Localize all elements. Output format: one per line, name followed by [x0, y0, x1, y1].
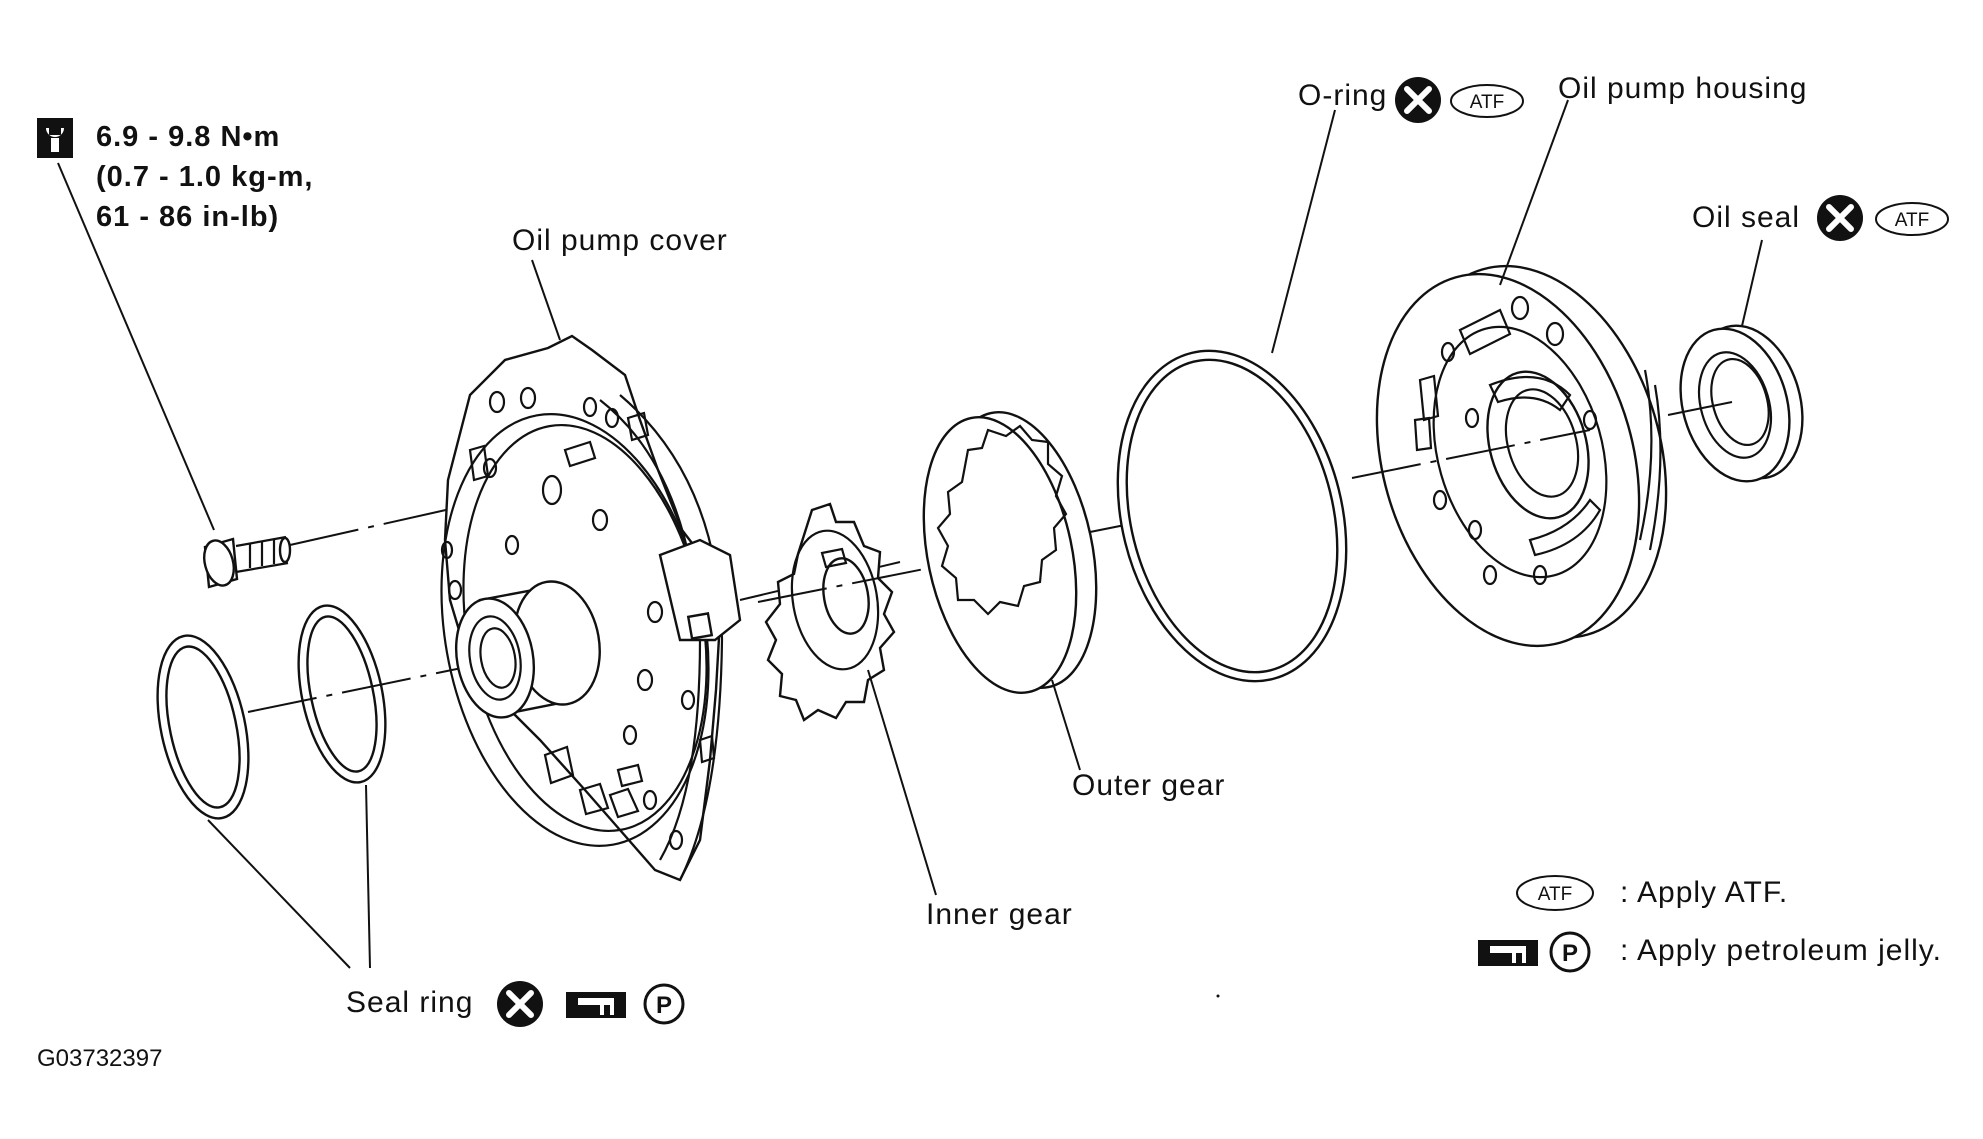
- atf-badge: ATF: [1875, 202, 1949, 236]
- figure-code: G03732397: [37, 1045, 162, 1072]
- oil-seal-label: Oil seal: [1692, 201, 1800, 234]
- svg-text:ATF: ATF: [1470, 92, 1504, 113]
- petroleum-jelly-brush-icon: [566, 992, 626, 1018]
- inner-gear-leader: [867, 669, 937, 896]
- o-ring-leader: [1271, 109, 1336, 354]
- outer-gear-part: [922, 411, 1098, 694]
- oil-pump-cover-part: [440, 334, 742, 882]
- seal-ring-inner: [297, 604, 387, 784]
- seal-ring-label: Seal ring: [346, 986, 473, 1019]
- seal-ring-outer: [156, 634, 250, 820]
- atf-badge: ATF: [1516, 875, 1594, 911]
- legend-jelly-text: : Apply petroleum jelly.: [1620, 934, 1942, 967]
- bolt-part: [203, 535, 292, 589]
- svg-text:ATF: ATF: [1538, 884, 1572, 905]
- svg-text:ATF: ATF: [1895, 210, 1929, 231]
- oil-seal-axis: [1667, 401, 1733, 416]
- svg-text:P: P: [1562, 940, 1578, 967]
- replace-icon: [1817, 195, 1863, 241]
- replace-icon: [497, 981, 543, 1027]
- torque-wrench-icon: [37, 118, 73, 158]
- bolt-leader: [57, 162, 215, 531]
- stray-dot: [1216, 994, 1220, 998]
- outer-gear-leader: [1051, 679, 1081, 771]
- outer-gear-label: Outer gear: [1072, 769, 1225, 802]
- inner-gear-label: Inner gear: [926, 898, 1073, 931]
- petroleum-jelly-brush-icon: [1478, 940, 1538, 966]
- oil-pump-cover-label: Oil pump cover: [512, 224, 728, 257]
- oil-seal-leader: [1741, 239, 1763, 327]
- legend: ATF : Apply ATF. P : Apply petroleum jel…: [1478, 875, 1942, 973]
- legend-atf-text: : Apply ATF.: [1620, 876, 1788, 909]
- o-ring-label: O-ring: [1298, 79, 1387, 112]
- petroleum-jelly-badge: P: [1549, 931, 1591, 973]
- torque-spec-kgm: (0.7 - 1.0 kg-m,: [96, 161, 313, 193]
- oil-pump-housing-leader: [1499, 99, 1569, 286]
- replace-icon: [1395, 77, 1441, 123]
- oil-pump-housing-label: Oil pump housing: [1558, 72, 1807, 105]
- svg-text:P: P: [656, 992, 672, 1019]
- oil-pump-housing-part: [1375, 264, 1668, 648]
- torque-spec-nm: 6.9 - 9.8 N•m: [96, 121, 280, 153]
- inner-gear-part: [764, 502, 896, 722]
- oil-pump-cover-leader: [531, 259, 561, 341]
- atf-badge: ATF: [1450, 84, 1524, 118]
- housing-axis: [1351, 429, 1591, 479]
- oil-seal-part: [1679, 324, 1804, 483]
- o-ring-part: [1116, 349, 1348, 683]
- seal-ring-leader: [207, 784, 371, 969]
- petroleum-jelly-badge: P: [643, 983, 685, 1025]
- torque-spec-inlb: 61 - 86 in-lb): [96, 201, 279, 233]
